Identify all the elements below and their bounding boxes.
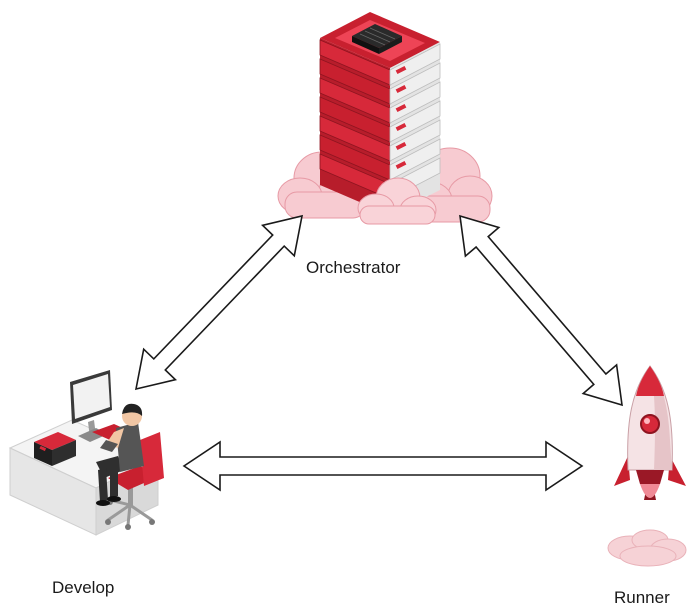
server-led [395,122,407,132]
arrow-orchestrator-runner [459,214,623,407]
runner-label: Runner [614,588,670,607]
server-led [395,141,407,151]
server-rack-front [389,81,441,124]
server-cloud-icon [277,12,493,225]
rocket-icon [607,365,687,567]
server-rack-front [389,43,441,86]
server-led [395,103,407,113]
server-rack-front [389,100,441,143]
server-rack-front [389,62,441,105]
server-led [395,84,407,94]
server-led [395,160,407,170]
arrow-develop-runner [182,440,584,492]
server-led [395,65,407,75]
developer-workstation-icon [8,370,164,536]
arrow-develop-orchestrator [134,214,304,391]
server-rack-front [389,138,441,181]
orchestrator-label: Orchestrator [306,258,401,277]
develop-label: Develop [52,578,115,597]
server-rack-front [389,119,441,162]
